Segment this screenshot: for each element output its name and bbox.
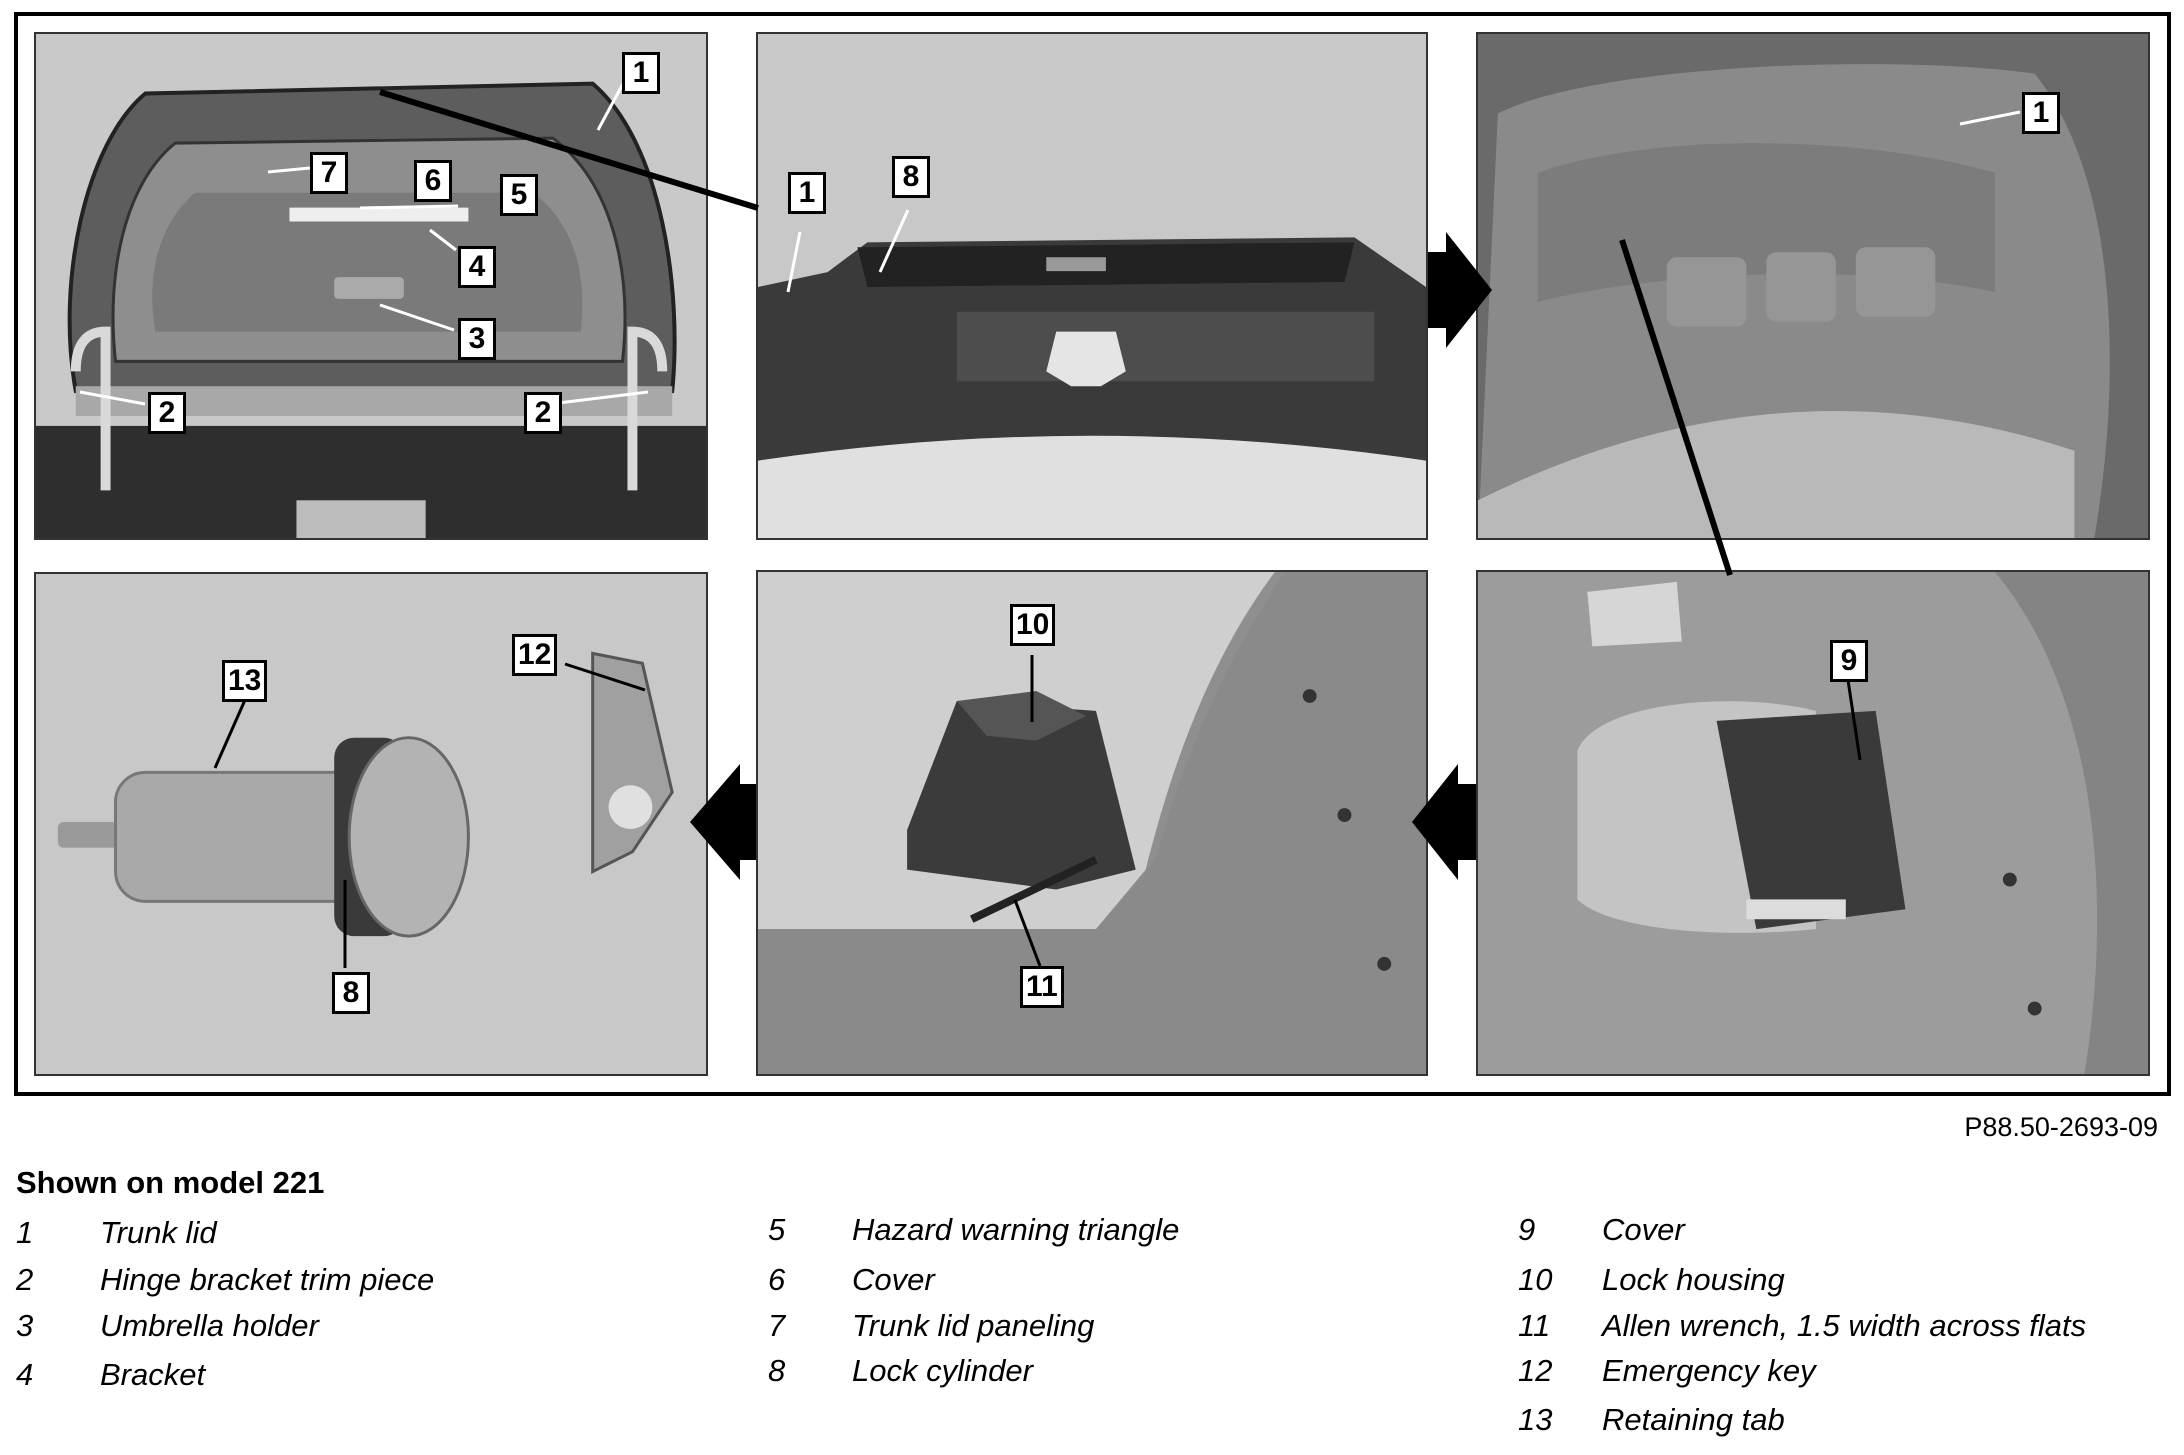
legend-title: Shown on model 221: [16, 1165, 325, 1200]
legend-item-label: Cover: [1602, 1212, 1685, 1247]
legend-item: 12 Emergency key: [1518, 1353, 2158, 1393]
callout-10: 10: [1010, 604, 1056, 646]
figure-reference-code: P88.50-2693-09: [1964, 1112, 2158, 1142]
callout-11: 11: [1020, 966, 1064, 1008]
legend-item: 6 Cover: [768, 1262, 1468, 1302]
legend-item-number: 5: [768, 1212, 786, 1247]
legend-item: 7 Trunk lid paneling: [768, 1308, 1468, 1348]
callout-8: 8: [892, 156, 930, 198]
legend-item: 8 Lock cylinder: [768, 1353, 1468, 1393]
legend-item: 10 Lock housing: [1518, 1262, 2158, 1302]
legend-item-label: Cover: [852, 1262, 935, 1297]
legend-item-number: 4: [16, 1357, 34, 1392]
callout-13: 13: [222, 660, 268, 702]
legend-item: 5 Hazard warning triangle: [768, 1212, 1468, 1252]
callout-7: 7: [310, 152, 348, 194]
legend-item-number: 6: [768, 1262, 786, 1297]
legend-item-number: 8: [768, 1353, 786, 1388]
callout-4: 4: [458, 246, 496, 288]
legend-item-label: Lock housing: [1602, 1262, 1785, 1297]
callout-8: 8: [332, 972, 370, 1014]
photo-lock-housing: [756, 570, 1428, 1076]
callout-3: 3: [458, 318, 496, 360]
legend-item-number: 7: [768, 1308, 786, 1343]
legend-item-label: Retaining tab: [1602, 1402, 1785, 1437]
legend-item-number: 12: [1518, 1353, 1553, 1388]
legend-item: 9 Cover: [1518, 1212, 2158, 1252]
legend-item: 13 Retaining tab: [1518, 1402, 2158, 1442]
legend-item-number: 9: [1518, 1212, 1536, 1247]
legend-item-label: Lock cylinder: [852, 1353, 1033, 1388]
legend-item: 1 Trunk lid: [16, 1215, 716, 1255]
legend-item: 3 Umbrella holder: [16, 1308, 716, 1348]
legend-item: 4 Bracket: [16, 1357, 716, 1397]
callout-1: 1: [2022, 92, 2060, 134]
callout-9: 9: [1830, 640, 1868, 682]
legend-item-number: 2: [16, 1262, 34, 1297]
legend-item-label: Bracket: [100, 1357, 206, 1392]
legend-item: 11 Allen wrench, 1.5 width across flats: [1518, 1308, 2158, 1348]
legend-item-label: Trunk lid paneling: [852, 1308, 1095, 1343]
callout-6: 6: [414, 160, 452, 202]
legend-item: 2 Hinge bracket trim piece: [16, 1262, 716, 1302]
photo-trunk-lid-edge: [756, 32, 1428, 540]
legend-item-number: 13: [1518, 1402, 1553, 1437]
legend-item-label: Hazard warning triangle: [852, 1212, 1180, 1247]
callout-1: 1: [788, 172, 826, 214]
legend-item-label: Umbrella holder: [100, 1308, 319, 1343]
legend-item-number: 11: [1518, 1308, 1551, 1343]
photo-lock-cylinder: [34, 572, 708, 1076]
legend-item-label: Emergency key: [1602, 1353, 1816, 1388]
photo-lid-paneling-cover: [1476, 570, 2150, 1076]
photo-trunk-lid-overview: [34, 32, 708, 540]
legend-item-label: Allen wrench, 1.5 width across flats: [1602, 1308, 2087, 1343]
legend-item-label: Trunk lid: [100, 1215, 217, 1250]
legend-item-number: 1: [16, 1215, 34, 1250]
callout-2: 2: [148, 392, 186, 434]
legend-item-label: Hinge bracket trim piece: [100, 1262, 435, 1297]
callout-5: 5: [500, 174, 538, 216]
legend-item-number: 3: [16, 1308, 34, 1343]
callout-12: 12: [512, 634, 558, 676]
legend-item-number: 10: [1518, 1262, 1553, 1297]
callout-2: 2: [524, 392, 562, 434]
callout-1: 1: [622, 52, 660, 94]
